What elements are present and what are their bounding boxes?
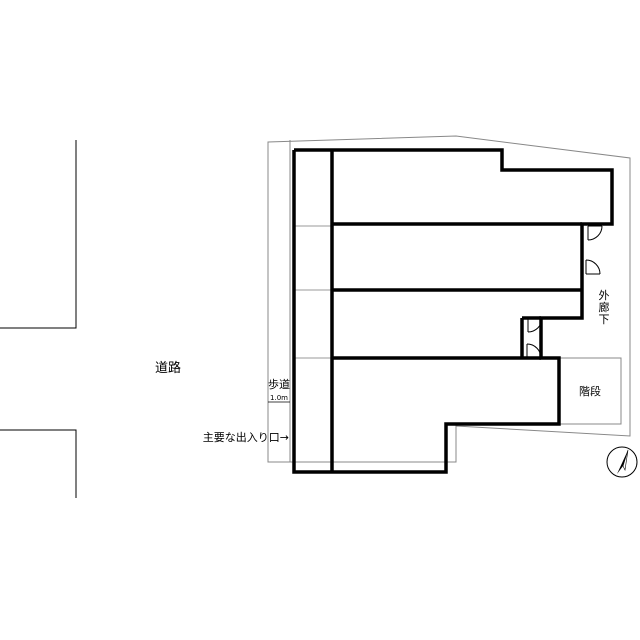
door-unit-2 [585, 259, 601, 275]
road-edge-lower [0, 429, 77, 498]
front-strip [294, 225, 332, 359]
outer-corridor-label-1: 外 [599, 289, 610, 302]
site-boundary [267, 135, 631, 463]
north-arrow-icon [606, 446, 638, 478]
stairs-label: 階段 [579, 384, 601, 398]
main-entrance-label: 主要な出入り口→ [203, 430, 289, 444]
building-walls [292, 148, 614, 474]
door-unit-3 [527, 317, 543, 333]
doors [526, 225, 603, 359]
door-unit-1 [587, 225, 603, 241]
door-unit-4 [526, 343, 542, 359]
outer-corridor-label-3: 下 [599, 313, 610, 326]
road-edge-upper [0, 140, 77, 329]
road-edges [0, 140, 77, 498]
sidewalk-label: 歩道 [268, 377, 290, 391]
outer-corridor-label-2: 廊 [599, 300, 610, 314]
road-label: 道路 [155, 360, 181, 376]
sidewalk-width-label: 1.0m [270, 394, 288, 402]
sidewalk-strip [267, 140, 291, 462]
